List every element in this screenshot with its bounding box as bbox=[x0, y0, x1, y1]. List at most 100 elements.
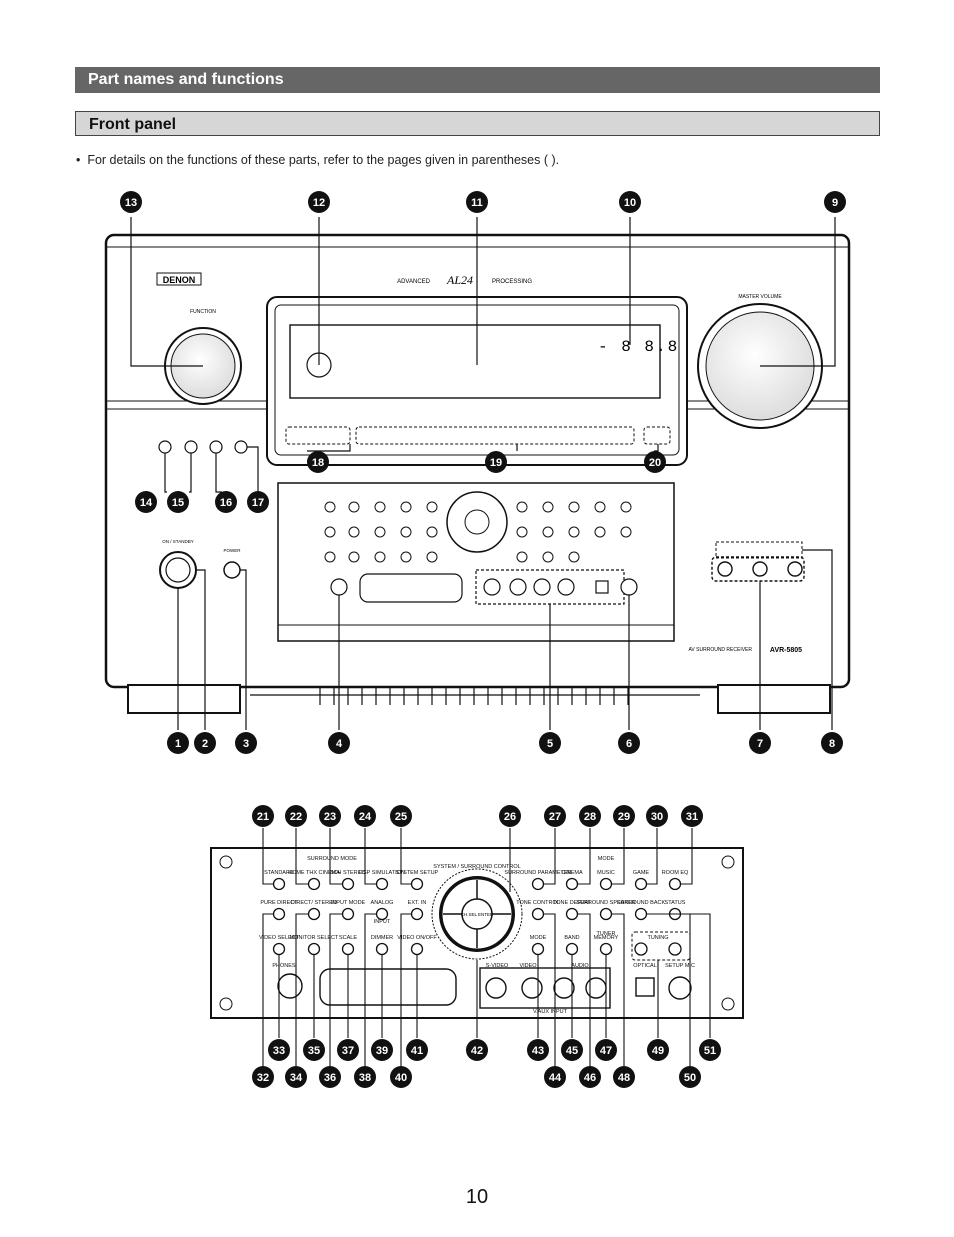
buttons-row-2[interactable] bbox=[272, 907, 682, 921]
callout-11: 11 bbox=[466, 191, 488, 213]
door-cursor-pad[interactable] bbox=[446, 491, 508, 553]
page-number: 10 bbox=[465, 1186, 489, 1208]
callout-6: 6 bbox=[618, 732, 640, 754]
callout-34: 34 bbox=[285, 1066, 307, 1088]
master-volume-label: MASTER VOLUME bbox=[738, 294, 782, 300]
label-dsp-simulation: DSP SIMULATION bbox=[359, 870, 405, 876]
label-cinema: CINEMA bbox=[561, 870, 583, 876]
leader-lines bbox=[130, 217, 836, 730]
svg-text:37: 37 bbox=[342, 1045, 354, 1057]
callout-21: 21 bbox=[252, 805, 274, 827]
label-tuning: TUNING bbox=[647, 935, 668, 941]
svg-text:42: 42 bbox=[471, 1045, 483, 1057]
callout-5: 5 bbox=[539, 732, 561, 754]
svg-text:16: 16 bbox=[220, 497, 232, 509]
svg-text:20: 20 bbox=[649, 457, 661, 469]
label-analog: ANALOG bbox=[371, 900, 394, 906]
callout-20: 20 bbox=[644, 451, 666, 473]
svg-text:23: 23 bbox=[324, 811, 336, 823]
callout-32: 32 bbox=[252, 1066, 274, 1088]
callout-45: 45 bbox=[561, 1039, 583, 1061]
callout-38: 38 bbox=[354, 1066, 376, 1088]
power-switch[interactable] bbox=[223, 561, 241, 579]
jack-label-video: VIDEO bbox=[519, 963, 537, 969]
jack-label-s-video: S-VIDEO bbox=[486, 963, 509, 969]
callout-46: 46 bbox=[579, 1066, 601, 1088]
right-jacks[interactable] bbox=[711, 556, 805, 582]
svg-text:28: 28 bbox=[584, 811, 596, 823]
callout-37: 37 bbox=[337, 1039, 359, 1061]
door-button-grid[interactable] bbox=[324, 501, 632, 563]
callout-19: 19 bbox=[485, 451, 507, 473]
svg-text:45: 45 bbox=[566, 1045, 578, 1057]
subsection-title-banner: Front panel bbox=[75, 111, 880, 136]
callout-24: 24 bbox=[354, 805, 376, 827]
svg-text:14: 14 bbox=[140, 497, 153, 509]
label-tone-control: TONE CONTROL bbox=[516, 900, 560, 906]
callout-1: 1 bbox=[167, 732, 189, 754]
tuning-buttons[interactable] bbox=[634, 942, 682, 956]
svg-text:51: 51 bbox=[704, 1045, 716, 1057]
svg-text:41: 41 bbox=[411, 1045, 423, 1057]
svg-text:31: 31 bbox=[686, 811, 698, 823]
callout-48: 48 bbox=[613, 1066, 635, 1088]
group-v-aux-in: V.AUX INPUT bbox=[533, 1009, 568, 1015]
group-mode: MODE bbox=[598, 856, 615, 862]
label-monitor-select: MONITOR SELECT bbox=[290, 935, 339, 941]
label-surround-back: SURROUND BACK bbox=[617, 900, 666, 906]
svg-text:44: 44 bbox=[549, 1072, 562, 1084]
svg-text:1: 1 bbox=[175, 738, 181, 750]
label-standard: STANDARD bbox=[264, 870, 294, 876]
door-jacks[interactable] bbox=[330, 569, 638, 605]
callout-36: 36 bbox=[319, 1066, 341, 1088]
jacks-row[interactable] bbox=[277, 967, 692, 1009]
svg-text:46: 46 bbox=[584, 1072, 596, 1084]
model-name: AVR-5805 bbox=[770, 647, 802, 654]
buttons-row-1[interactable] bbox=[272, 877, 682, 891]
callout-15: 15 bbox=[167, 491, 189, 513]
svg-text:7: 7 bbox=[757, 738, 763, 750]
display-window bbox=[289, 324, 661, 399]
callout-27: 27 bbox=[544, 805, 566, 827]
svg-text:30: 30 bbox=[651, 811, 663, 823]
front-panel-illustration: DENON ADVANCED AL24 PROCESSING FUNCTION … bbox=[104, 191, 851, 754]
svg-text:15: 15 bbox=[172, 497, 184, 509]
callout-3: 3 bbox=[235, 732, 257, 754]
svg-text:6: 6 bbox=[626, 738, 632, 750]
callout-39: 39 bbox=[371, 1039, 393, 1061]
on-standby-label: ON / STANDBY bbox=[162, 539, 193, 544]
callout-50: 50 bbox=[679, 1066, 701, 1088]
callout-2: 2 bbox=[194, 732, 216, 754]
label-game: GAME bbox=[633, 870, 650, 876]
label-video-onoff: VIDEO ON/OFF bbox=[397, 935, 437, 941]
svg-text:19: 19 bbox=[490, 457, 502, 469]
callout-4: 4 bbox=[328, 732, 350, 754]
svg-text:5: 5 bbox=[547, 738, 553, 750]
cursor-pad[interactable] bbox=[431, 868, 523, 960]
label-surround-parameter: SURROUND PARAMETER bbox=[504, 870, 571, 876]
svg-text:13: 13 bbox=[125, 197, 137, 209]
svg-text:48: 48 bbox=[618, 1072, 630, 1084]
group-input: INPUT bbox=[374, 919, 391, 925]
svg-text:39: 39 bbox=[376, 1045, 388, 1057]
svg-text:47: 47 bbox=[600, 1045, 612, 1057]
callout-51: 51 bbox=[699, 1039, 721, 1061]
function-knob-label: FUNCTION bbox=[190, 309, 216, 315]
svg-text:22: 22 bbox=[290, 811, 302, 823]
svg-text:49: 49 bbox=[652, 1045, 664, 1057]
ch-sel-enter-label: CH.SEL ENTER bbox=[461, 912, 494, 917]
power-button[interactable] bbox=[159, 551, 197, 589]
svg-text:8: 8 bbox=[829, 738, 835, 750]
callout-35: 35 bbox=[303, 1039, 325, 1061]
svg-text:26: 26 bbox=[504, 811, 516, 823]
callout-17: 17 bbox=[247, 491, 269, 513]
callout-22: 22 bbox=[285, 805, 307, 827]
display-readout: - 8 8.8 bbox=[598, 338, 679, 356]
svg-text:4: 4 bbox=[336, 738, 343, 750]
svg-text:50: 50 bbox=[684, 1072, 696, 1084]
label-ext-in: EXT. IN bbox=[408, 900, 427, 906]
model-caption: AV SURROUND RECEIVER bbox=[688, 647, 752, 653]
group-tuner: TUNER bbox=[597, 931, 616, 937]
label-mode: MODE bbox=[530, 935, 547, 941]
buttons-row-3[interactable] bbox=[272, 942, 613, 956]
